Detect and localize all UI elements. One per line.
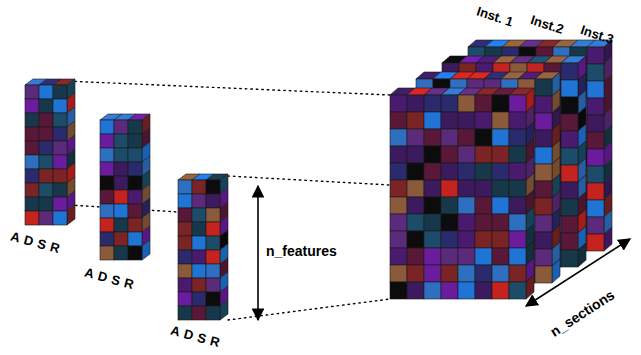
instance-slab — [390, 88, 534, 299]
instance-label: Inst. 1 — [475, 5, 515, 30]
dotted-guide — [228, 176, 390, 185]
feature-column — [178, 174, 228, 320]
channel-letters: A D S R — [9, 230, 62, 257]
dotted-guide — [42, 80, 390, 95]
instance-slab — [442, 56, 586, 267]
instance-label: Inst.2 — [529, 13, 566, 37]
dimension-label: n_sections — [548, 287, 618, 340]
instance-slab — [468, 40, 612, 251]
feature-column — [100, 114, 150, 260]
dimension-label: n_features — [266, 244, 337, 259]
channel-letters: A D S R — [83, 266, 136, 293]
instance-slab — [416, 72, 560, 283]
dotted-guide — [228, 299, 390, 320]
feature-column — [25, 79, 75, 225]
dimension-arrow — [257, 186, 259, 320]
channel-letters: A D S R — [169, 324, 222, 351]
